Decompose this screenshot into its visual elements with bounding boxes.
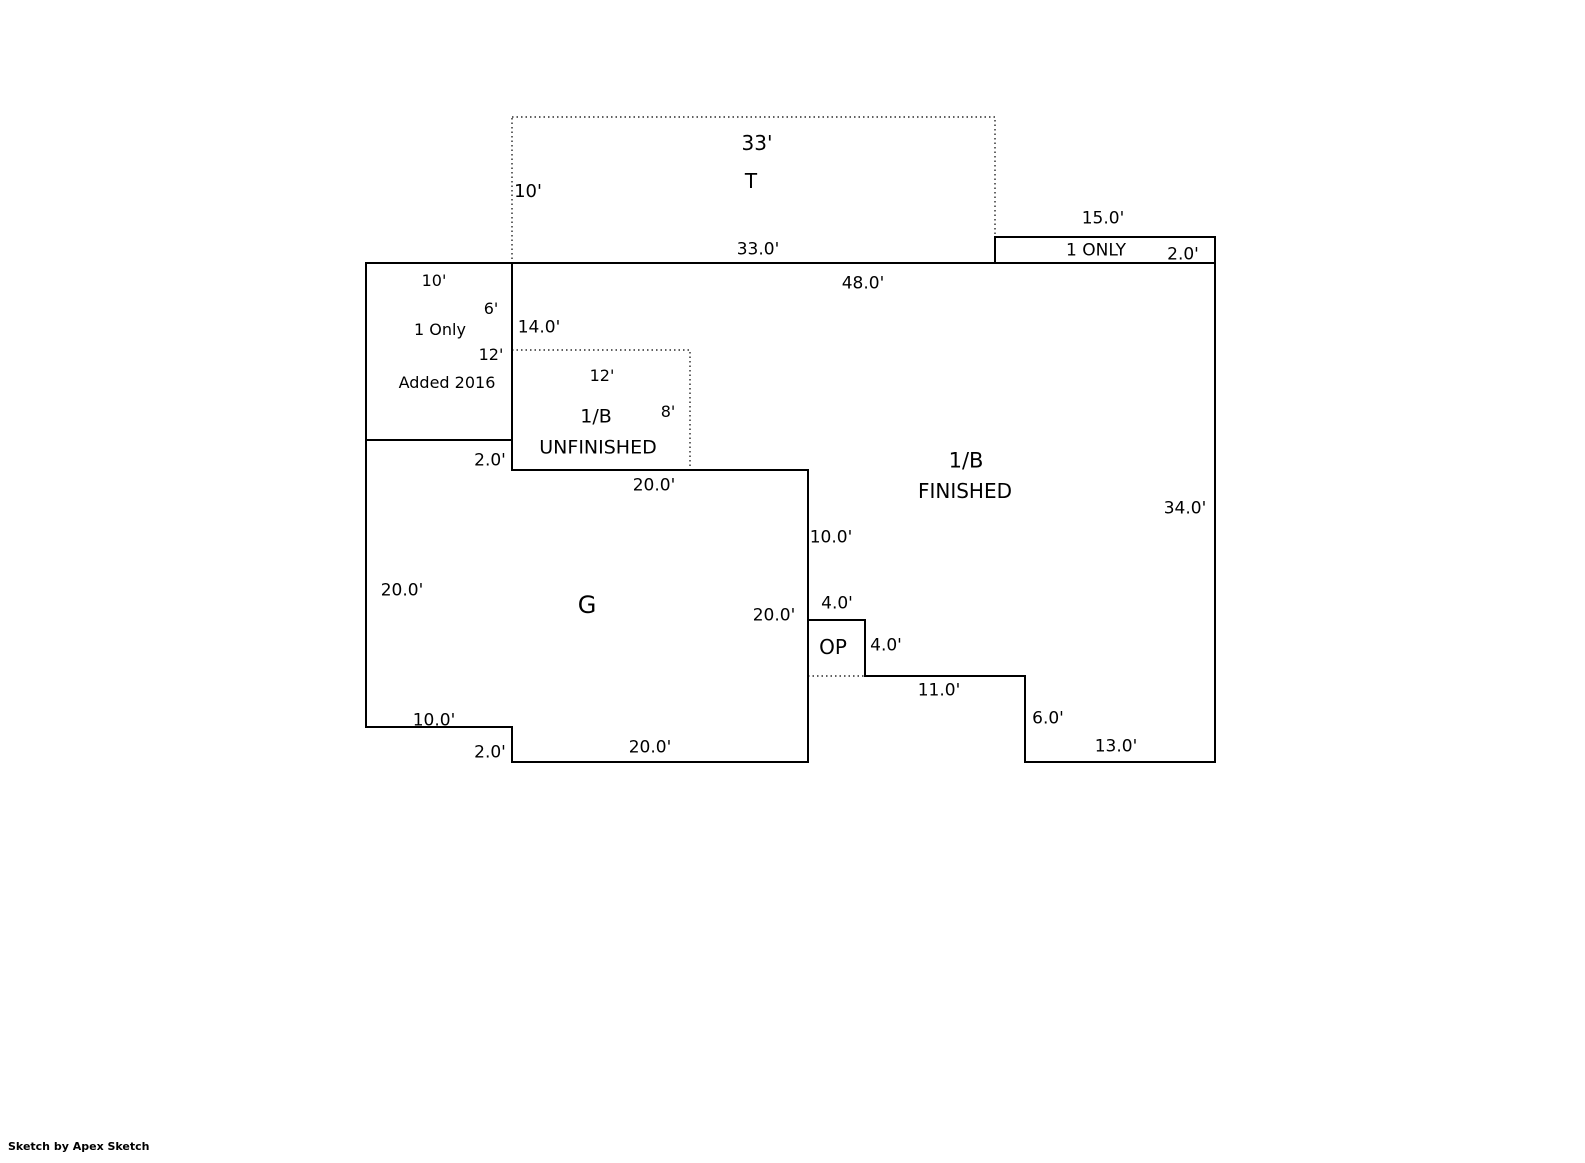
garage-bottom-left-dim: 10.0' [412,710,456,731]
porch-height-dim: 4.0' [870,635,902,656]
unfinished-width-dim: 12' [589,366,615,385]
unfinished-label-line2: UNFINISHED [539,436,657,459]
garage-outline [365,439,809,763]
t-bottom-dim: 33.0' [736,239,780,260]
main-inner-left-dim: 10.0' [809,527,853,548]
unfinished-height-dim: 8' [660,402,676,421]
t-area-label: T [744,169,758,193]
step-6-dim: 6.0' [1032,708,1064,729]
main-top-dim: 48.0' [841,273,885,294]
garage-bottom-dim: 20.0' [628,737,672,758]
t-width-dim: 33' [741,131,773,155]
main-house-outline [511,262,1216,763]
added-height-dim: 12' [478,345,504,364]
left-step-dim: 2.0' [474,450,506,471]
unfinished-label-line1: 1/B [580,405,612,428]
one-only-height-dim: 2.0' [1167,244,1199,265]
apex-sketch-watermark: Sketch by Apex Sketch [8,1140,150,1153]
step-11-dim: 11.0' [917,680,961,701]
added-label-line1: 1 Only [414,320,466,339]
garage-step-dim: 2.0' [474,742,506,763]
main-left-upper-dim: 6' [483,299,499,318]
garage-right-dim: 20.0' [752,605,796,626]
main-right-dim: 34.0' [1163,498,1207,519]
finished-label-line1: 1/B [948,448,984,473]
garage-top-dim: 20.0' [632,475,676,496]
one-only-width-dim: 15.0' [1081,208,1125,229]
finished-label-line2: FINISHED [917,479,1013,503]
added-label-line2: Added 2016 [398,373,496,392]
porch-width-dim: 4.0' [821,593,853,614]
one-only-outline [994,236,1216,264]
added-width-dim: 10' [421,271,447,290]
main-bottom-dim: 13.0' [1094,736,1138,757]
t-height-dim: 10' [514,181,542,202]
garage-label: G [577,591,597,619]
one-only-label: 1 ONLY [1066,240,1126,261]
main-left-dim: 14.0' [517,317,561,338]
garage-left-dim: 20.0' [380,580,424,601]
porch-label: OP [819,635,847,659]
